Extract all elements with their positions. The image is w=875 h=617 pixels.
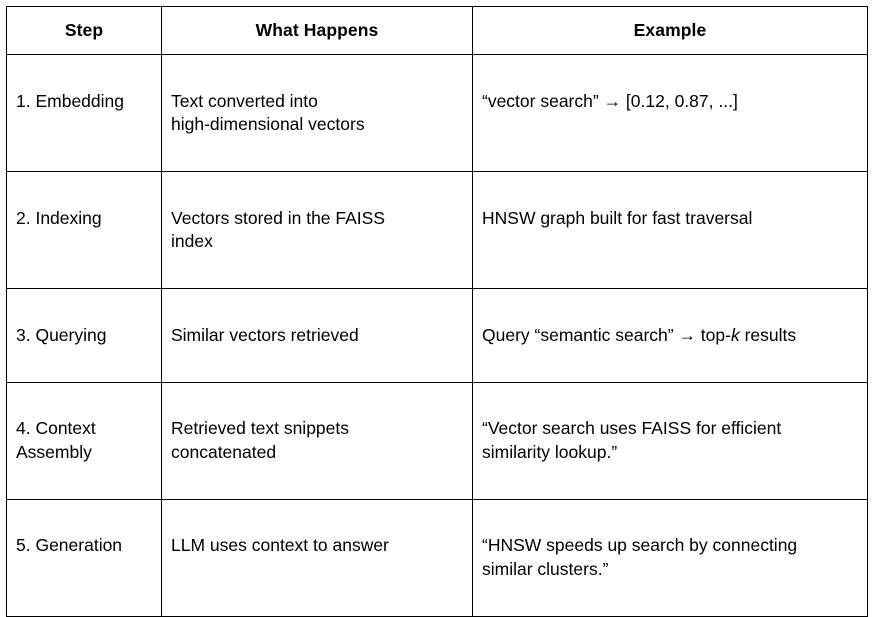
example-text-3-pre: Query “semantic search” → top- [482,324,731,345]
cell-step-2: 2. Indexing [6,171,162,289]
cell-step-1: 1. Embedding [6,54,162,172]
cell-what-4: Retrieved text snippets concatenated [161,381,473,500]
table-row: 1. Embedding Text converted into high-di… [6,54,868,172]
table-header: Step What Happens Example [6,6,868,55]
example-text-4: “Vector search uses FAISS for efficient … [482,417,857,464]
step-label-5: 5. Generation [16,535,123,555]
example-text-2-pre: HNSW graph built for fast traversal [482,207,753,228]
table-row: 2. Indexing Vectors stored in the FAISS … [6,171,868,289]
step-label-3: 3. Querying [16,324,107,345]
table-canvas: Step What Happens Example 1. Embedding T… [6,6,868,617]
table-row: 4. Context Assembly Retrieved text snipp… [6,381,868,500]
cell-example-2: HNSW graph built for fast traversal [472,171,868,289]
example-text-2: HNSW graph built for fast traversal [482,207,857,231]
example-text-1-pre: “vector search” → [0.12, 0.87, ...] [482,90,738,111]
example-text-3: Query “semantic search” → top-k results [482,324,857,348]
cell-example-5: “HNSW speeds up search by connecting sim… [472,498,868,617]
cell-step-4: 4. Context Assembly [6,381,162,500]
example-text-5-pre: “HNSW speeds up search by connecting sim… [482,535,798,579]
example-text-3-emphasis: k [730,324,740,345]
step-label-4: 4. Context Assembly [16,418,96,462]
column-header-what: What Happens [161,6,473,55]
step-label-2: 2. Indexing [16,207,102,228]
table-row: 5. Generation LLM uses context to answer… [6,498,868,617]
cell-what-2: Vectors stored in the FAISS index [161,171,473,289]
what-text-5: LLM uses context to answer [171,535,389,555]
cell-example-4: “Vector search uses FAISS for efficient … [472,381,868,500]
cell-example-1: “vector search” → [0.12, 0.87, ...] [472,54,868,172]
example-text-3-post: results [739,324,797,345]
table-row: 3. Querying Similar vectors retrieved Qu… [6,288,868,383]
what-text-3: Similar vectors retrieved [171,324,359,345]
step-label-1: 1. Embedding [16,90,124,111]
what-text-2: Vectors stored in the FAISS index [171,207,385,252]
example-text-1: “vector search” → [0.12, 0.87, ...] [482,90,857,114]
example-text-4-pre: “Vector search uses FAISS for efficient … [482,418,782,462]
what-text-1: Text converted into high-dimensional vec… [171,90,365,135]
table-body: 1. Embedding Text converted into high-di… [6,54,868,617]
cell-what-1: Text converted into high-dimensional vec… [161,54,473,172]
what-text-4: Retrieved text snippets concatenated [171,418,350,462]
cell-what-3: Similar vectors retrieved [161,288,473,383]
header-row: Step What Happens Example [6,6,868,55]
column-header-example: Example [472,6,868,55]
example-text-5: “HNSW speeds up search by connecting sim… [482,534,857,581]
rag-pipeline-table: Step What Happens Example 1. Embedding T… [6,6,868,617]
cell-step-5: 5. Generation [6,498,162,617]
column-header-step: Step [6,6,162,55]
cell-what-5: LLM uses context to answer [161,498,473,617]
cell-example-3: Query “semantic search” → top-k results [472,288,868,383]
cell-step-3: 3. Querying [6,288,162,383]
